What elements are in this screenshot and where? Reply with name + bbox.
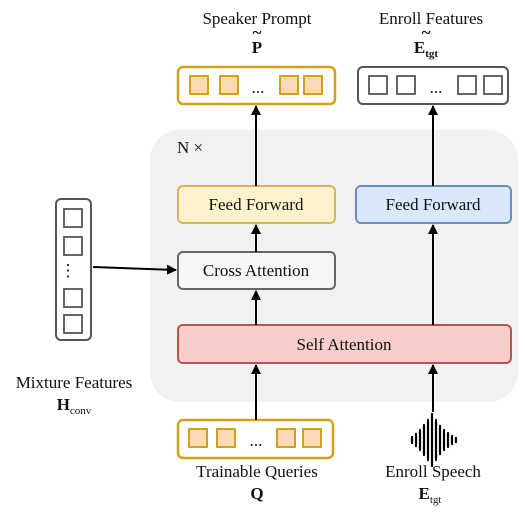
token bbox=[303, 75, 323, 95]
trainable-queries-label: Trainable Queries bbox=[196, 462, 318, 481]
speaker-prompt-label: Speaker Prompt bbox=[202, 9, 311, 28]
token bbox=[279, 75, 299, 95]
token bbox=[483, 75, 503, 95]
enroll-speech-symbol: Etgt bbox=[419, 484, 442, 506]
token-ellipsis: ... bbox=[250, 431, 263, 450]
token bbox=[368, 75, 388, 95]
mixture-features-label: Mixture Features bbox=[16, 373, 133, 392]
token bbox=[63, 208, 83, 228]
token bbox=[63, 314, 83, 334]
cross-attention-label: Cross Attention bbox=[203, 261, 310, 280]
feed-forward-left-label: Feed Forward bbox=[209, 195, 304, 214]
token bbox=[276, 428, 296, 448]
trainable-queries-symbol: Q bbox=[250, 484, 263, 503]
speaker-prompt-tilde: ~ bbox=[253, 23, 262, 42]
token bbox=[302, 428, 322, 448]
arrows bbox=[92, 105, 438, 420]
trainable-queries-tokens: ... bbox=[176, 418, 335, 460]
block-repeat-label: N × bbox=[177, 138, 203, 157]
token bbox=[219, 75, 239, 95]
token-ellipsis: ... bbox=[252, 78, 265, 97]
token bbox=[188, 428, 208, 448]
token bbox=[457, 75, 477, 95]
speaker-prompt-tokens: ... bbox=[176, 65, 337, 106]
enroll-features-symbol: Etgt bbox=[414, 38, 439, 60]
waveform-icon bbox=[410, 412, 458, 468]
enroll-features-tilde: ~ bbox=[422, 23, 431, 42]
token bbox=[63, 236, 83, 256]
enroll-speech-label: Enroll Speech bbox=[385, 462, 481, 481]
token-ellipsis: ... bbox=[430, 78, 443, 97]
mixture-ellipsis: ⋮ bbox=[60, 261, 77, 280]
feed-forward-right-label: Feed Forward bbox=[386, 195, 481, 214]
token bbox=[396, 75, 416, 95]
token bbox=[216, 428, 236, 448]
mixture-features-symbol: Hconv bbox=[57, 395, 92, 417]
mixture-features-tokens: ⋮ bbox=[55, 198, 92, 341]
self-attention-box bbox=[177, 324, 512, 364]
token bbox=[189, 75, 209, 95]
token bbox=[63, 288, 83, 308]
arrow-mixture-to-cross-attention bbox=[92, 264, 177, 275]
speaker-prompt-symbol: P bbox=[252, 38, 262, 57]
self-attention-label: Self Attention bbox=[297, 335, 392, 354]
enroll-features-tokens: ... bbox=[357, 66, 509, 105]
enroll-features-label: Enroll Features bbox=[379, 9, 483, 28]
